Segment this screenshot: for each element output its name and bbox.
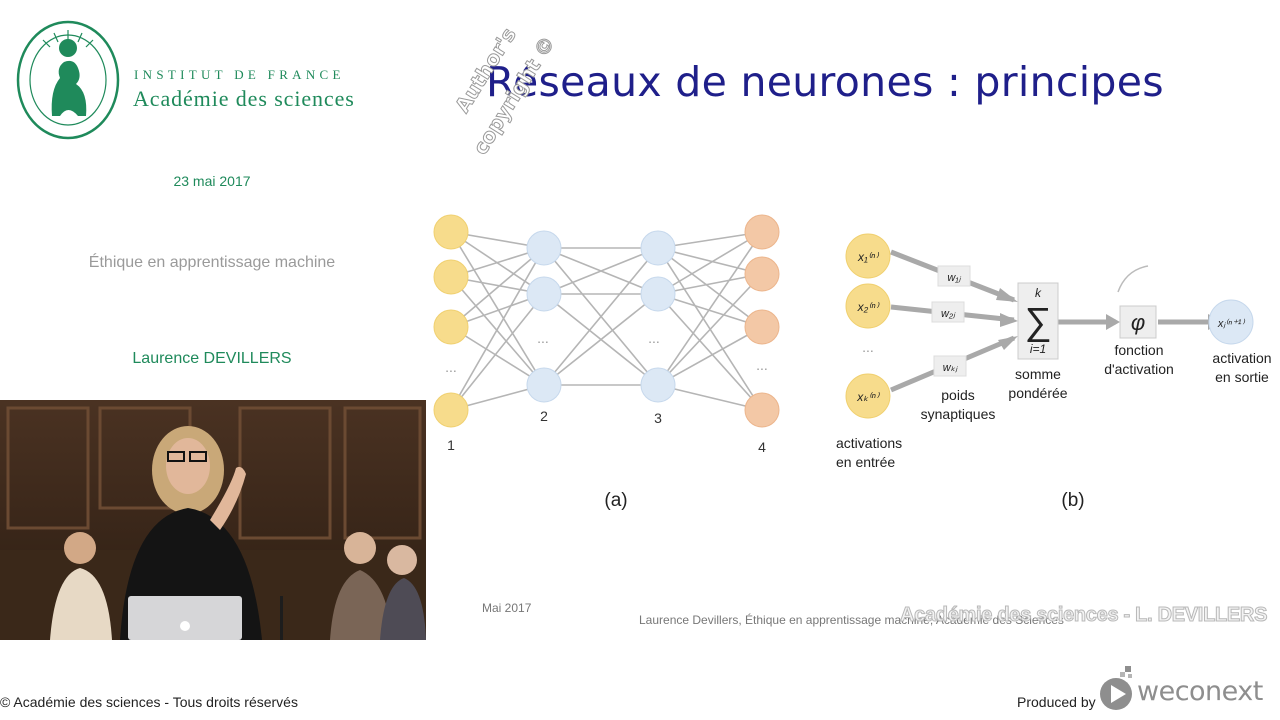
ellipsis-layer-4: ...: [756, 357, 768, 373]
mlp-edge: [450, 326, 545, 386]
mlp-edge: [657, 247, 763, 328]
label-sum-1: somme: [1015, 366, 1061, 382]
layer-label-3: 3: [654, 410, 662, 426]
mlp-edge: [543, 293, 659, 386]
slide-date: Mai 2017: [482, 601, 532, 615]
mlp-edge: [657, 293, 763, 328]
label-weights-2: synaptiques: [921, 406, 996, 422]
weight-label-1: w₁ⱼ: [947, 272, 961, 284]
output-node: [1208, 299, 1254, 345]
mlp-node-layer1-2: [433, 259, 469, 295]
label-output-2: en sortie: [1215, 369, 1269, 385]
label-inputs-2: en entrée: [836, 454, 895, 470]
mlp-edge: [543, 247, 659, 386]
mlp-node-layer4-4: [744, 392, 780, 428]
produced-by-label: Produced by: [1017, 694, 1096, 710]
caption-b: (b): [1061, 490, 1084, 511]
label-sum-2: pondérée: [1008, 385, 1067, 401]
input-label-2: x₂⁽ⁿ⁾: [857, 300, 880, 314]
mlp-node-layer4-3: [744, 309, 780, 345]
mlp-node-layer2-2: [526, 276, 562, 312]
mlp-edge: [657, 384, 763, 411]
event-speaker: Laurence DEVILLERS: [132, 350, 292, 367]
mlp-edge: [657, 293, 763, 411]
mlp-edge: [450, 247, 545, 328]
weight-label-k: wₖⱼ: [943, 362, 959, 374]
mlp-edge: [657, 231, 763, 295]
label-activation-2: d'activation: [1104, 361, 1174, 377]
sum-symbol: ∑: [1024, 301, 1051, 343]
mlp-node-layer2-3: [526, 367, 562, 403]
sum-lower-bound: i=1: [1030, 342, 1046, 356]
speaker-video[interactable]: [0, 400, 426, 640]
layer-label-4: 4: [758, 439, 766, 455]
ellipsis-layer-3: ...: [648, 330, 660, 346]
mlp-node-layer1-4: [433, 392, 469, 428]
mlp-node-layer3-1: [640, 230, 676, 266]
activation-symbol: φ: [1131, 310, 1145, 335]
mlp-edge: [450, 293, 545, 411]
label-weights-1: poids: [941, 387, 974, 403]
sum-box: [1017, 282, 1059, 360]
label-activation-1: fonction: [1114, 342, 1163, 358]
institution-logo: INSTITUT DE FRANCE Académie des sciences: [14, 18, 414, 143]
label-output-1: activation: [1212, 350, 1271, 366]
mlp-edge: [450, 231, 545, 386]
slide-footer-watermark: Académie des sciences - L. DEVILLERS: [899, 604, 1268, 627]
mlp-edge: [450, 276, 545, 386]
ellipsis-layer-2: ...: [537, 330, 549, 346]
mlp-node-layer1-1: [433, 214, 469, 250]
mlp-node-layer3-3: [640, 367, 676, 403]
layer-label-2: 2: [540, 408, 548, 424]
mlp-edge: [450, 247, 545, 411]
presentation-slide: Réseaux de neurones : principes Author's…: [426, 0, 1280, 640]
copyright-notice: © Académie des sciences - Tous droits ré…: [0, 694, 298, 710]
mlp-edge: [657, 231, 763, 386]
output-label: xⱼ⁽ⁿ⁺¹⁾: [1217, 318, 1246, 330]
mlp-edge: [543, 247, 659, 295]
caption-a: (a): [604, 490, 627, 511]
mlp-edge: [657, 247, 763, 275]
input-label-1: x₁⁽ⁿ⁾: [857, 250, 879, 264]
input-label-k: xₖ⁽ⁿ⁾: [856, 390, 879, 404]
input-ellipsis: ...: [862, 339, 874, 355]
input-node-k: [845, 373, 891, 419]
event-date: 23 mai 2017: [173, 173, 251, 189]
mlp-node-layer3-2: [640, 276, 676, 312]
institut-de-france-label: INSTITUT DE FRANCE: [134, 67, 345, 82]
mlp-node-layer2-1: [526, 230, 562, 266]
mlp-node-layer1-3: [433, 309, 469, 345]
academie-seal-icon: [16, 20, 120, 140]
mlp-edge: [657, 273, 763, 295]
left-panel: INSTITUT DE FRANCE Académie des sciences…: [0, 0, 426, 640]
mlp-node-layer4-2: [744, 256, 780, 292]
slide-title: Réseaux de neurones : principes: [486, 58, 1164, 106]
input-node-1: [845, 233, 891, 279]
mlp-edge: [657, 326, 763, 386]
mlp-node-layer4-1: [744, 214, 780, 250]
mlp-nodes: [433, 214, 780, 428]
mlp-edge: [657, 231, 763, 249]
academie-des-sciences-label: Académie des sciences: [133, 86, 355, 111]
input-node-2: [845, 283, 891, 329]
weconext-play-icon[interactable]: [1099, 664, 1137, 712]
ellipsis-layer-1: ...: [445, 359, 457, 375]
label-inputs-1: activations: [836, 435, 902, 451]
event-title: Éthique en apprentissage machine: [88, 254, 336, 271]
weight-label-2: w₂ⱼ: [941, 308, 956, 320]
sum-upper-bound: k: [1035, 286, 1042, 300]
mlp-edge: [657, 273, 763, 386]
weconext-brand[interactable]: weconext: [1137, 676, 1263, 707]
activation-box: [1119, 305, 1157, 339]
mlp-diagram: [450, 231, 763, 411]
layer-label-1: 1: [447, 437, 455, 453]
slide-footer: Laurence Devillers, Éthique en apprentis…: [639, 613, 1064, 627]
neural-network-diagram: 1 2 3 4 ... ... ... ... (a) x₁⁽ⁿ⁾ x₂⁽ⁿ⁾: [433, 214, 1272, 511]
